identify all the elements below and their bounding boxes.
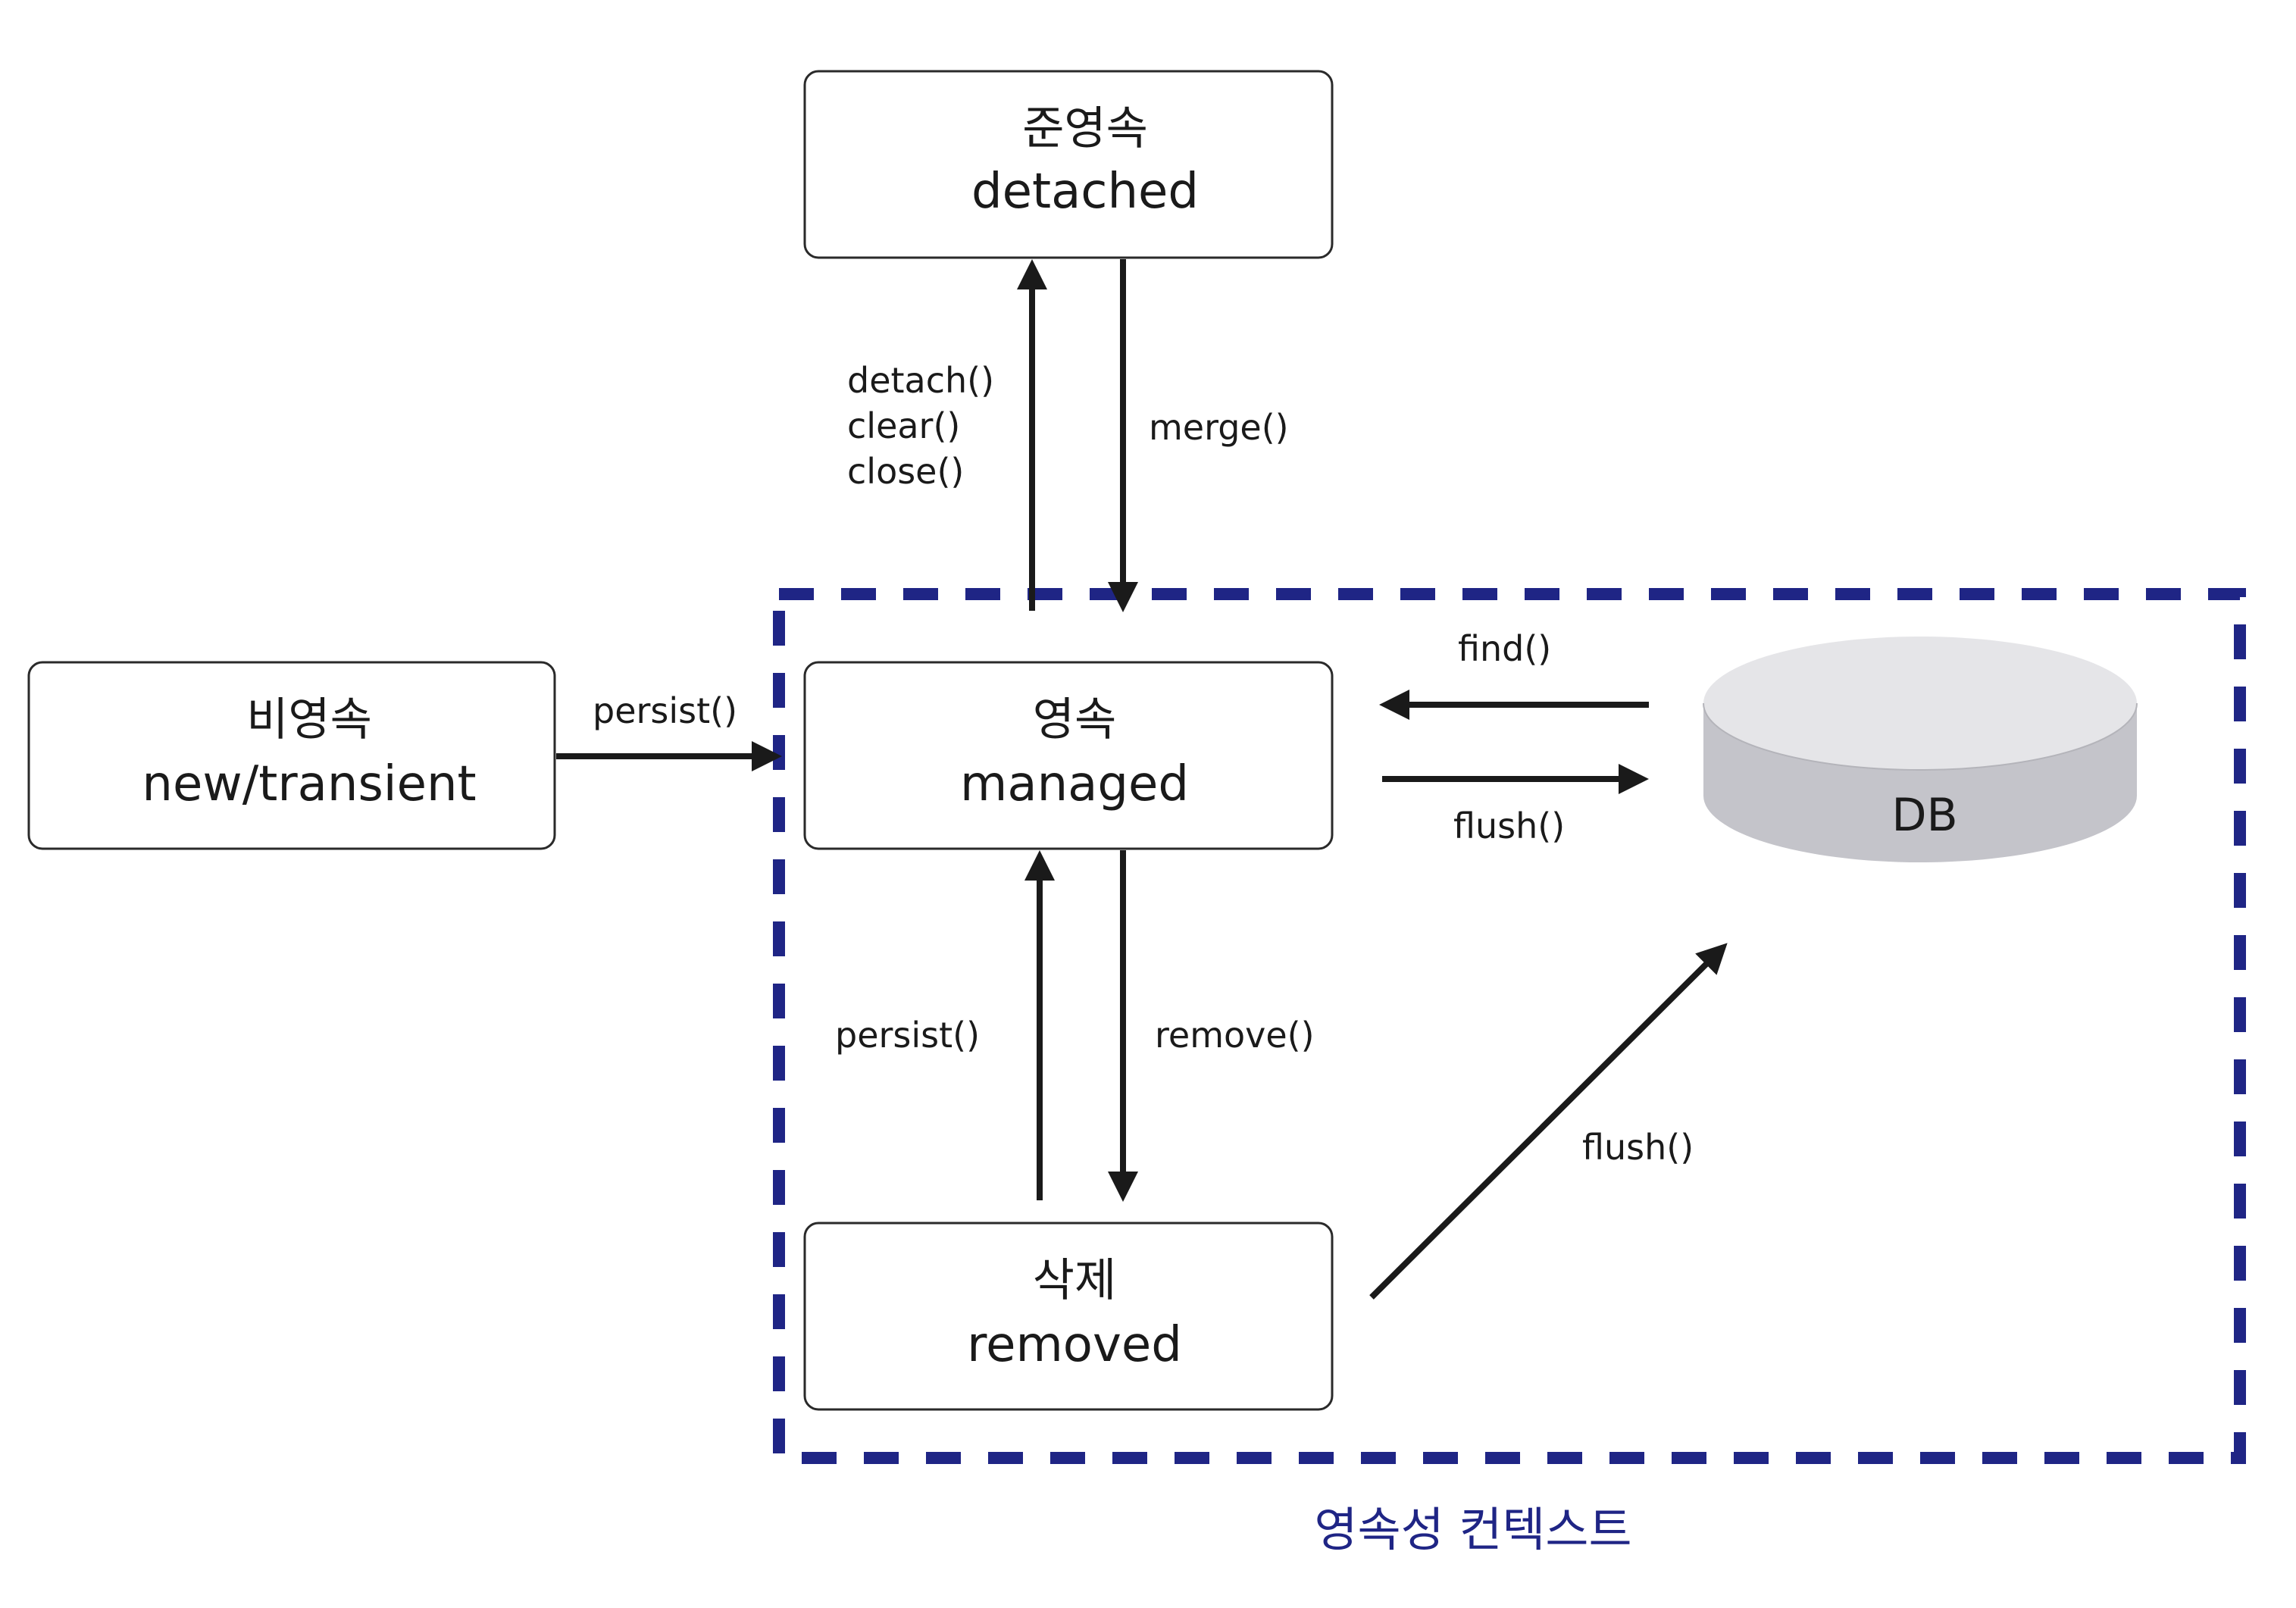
transient-korean-label: 비영속 — [246, 693, 372, 746]
persist-new-method-label: persist() — [593, 690, 737, 731]
flush-managed-method-label: flush() — [1453, 806, 1565, 846]
detached-state-box[interactable]: 준영속 detached — [803, 70, 1334, 259]
managed-korean-label: 영속 — [1033, 693, 1116, 746]
transient-english-label: new/transient — [142, 756, 476, 812]
database-label: DB — [1891, 789, 1957, 842]
clear-method-label: clear() — [847, 405, 960, 446]
managed-state-box[interactable]: 영속 managed — [803, 661, 1334, 850]
detach-method-label: detach() — [847, 360, 994, 401]
flush-removed-arrow — [1369, 943, 1728, 1300]
detached-english-label: detached — [971, 164, 1199, 220]
flush-removed-method-label: flush() — [1582, 1127, 1694, 1168]
detached-korean-label: 준영속 — [1022, 102, 1148, 155]
persistence-context-boundary — [773, 588, 2246, 1464]
removed-english-label: removed — [967, 1317, 1182, 1373]
remove-method-label: remove() — [1155, 1015, 1315, 1056]
find-method-label: find() — [1458, 628, 1551, 669]
database-cylinder-icon: DB — [1703, 637, 2138, 862]
removed-korean-label: 삭제 — [1033, 1254, 1116, 1307]
merge-method-label: merge() — [1149, 407, 1289, 448]
removed-state-box[interactable]: 삭제 removed — [803, 1222, 1334, 1411]
persistence-context-label: 영속성 컨텍스트 — [1315, 1502, 1632, 1557]
managed-english-label: managed — [960, 756, 1189, 812]
transient-state-box[interactable]: 비영속 new/transient — [27, 661, 556, 850]
persist-removed-method-label: persist() — [835, 1015, 980, 1056]
close-method-label: close() — [847, 451, 964, 492]
transition-arrows — [556, 259, 1728, 1300]
